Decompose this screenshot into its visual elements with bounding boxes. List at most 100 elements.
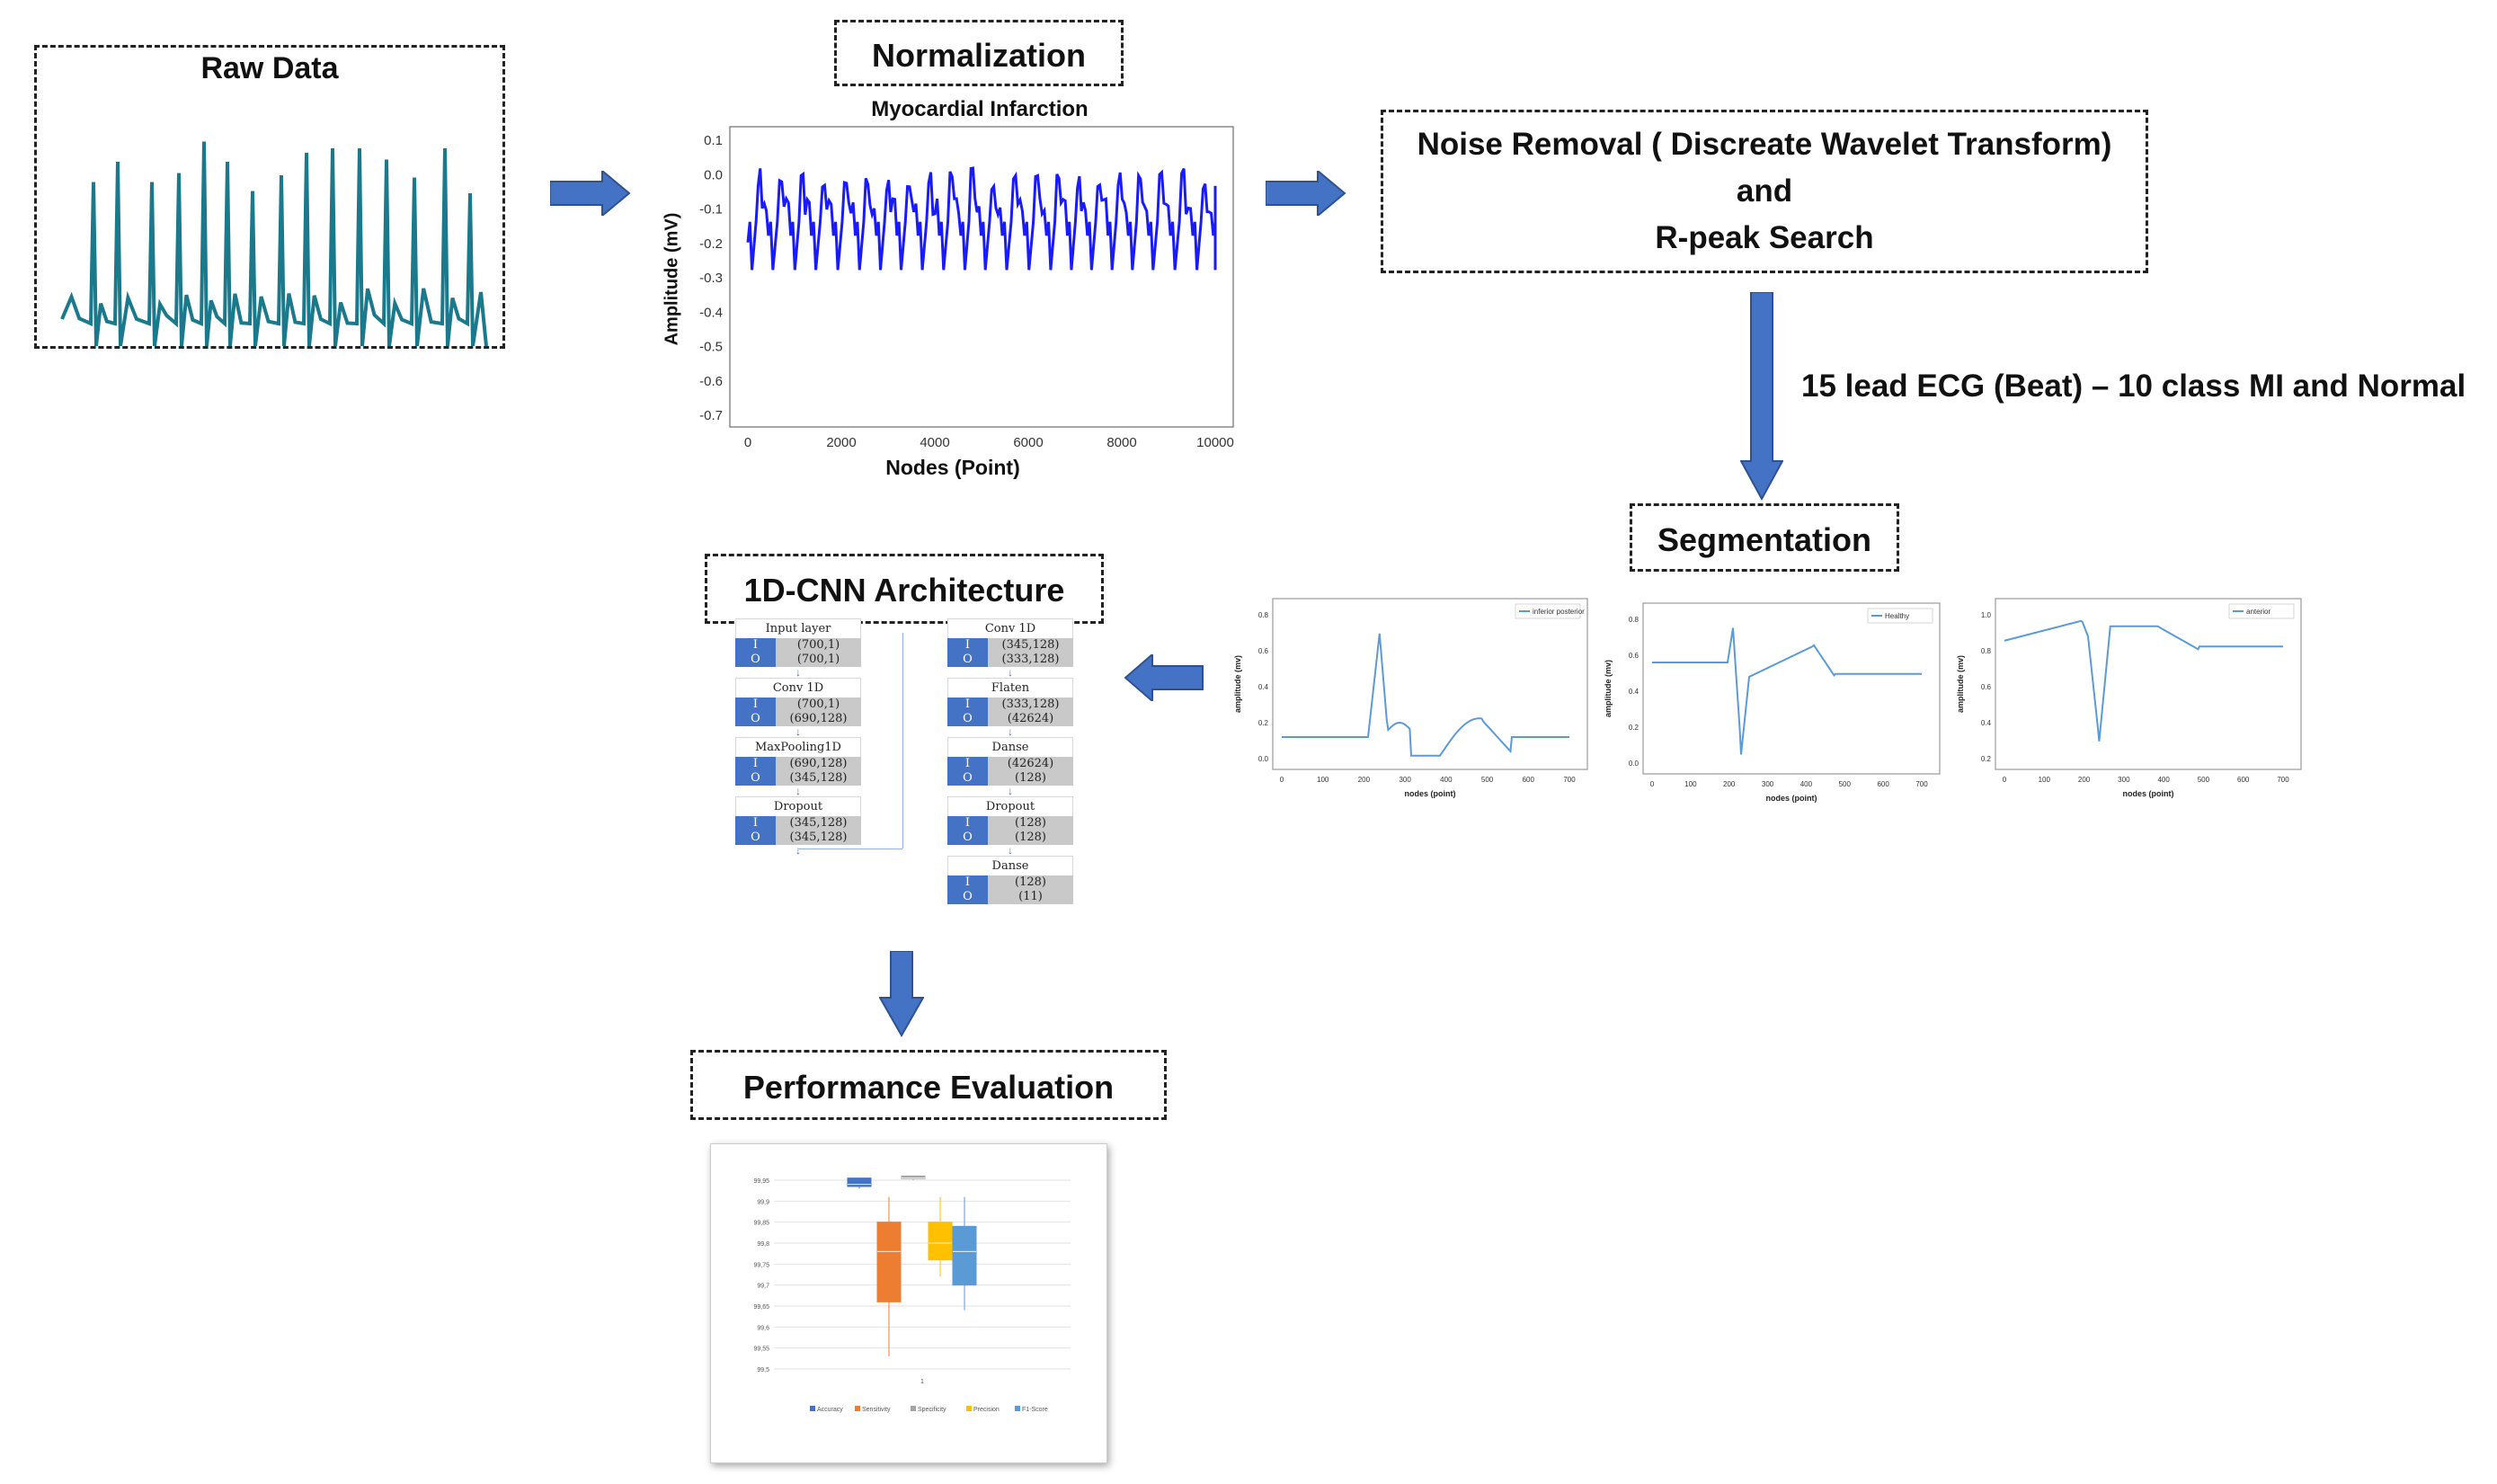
cnn-shape-value: (42624) [988, 712, 1073, 726]
performance-box [952, 1225, 977, 1286]
segmentation-xtick: 400 [2157, 776, 2170, 784]
raw-data-title: Raw Data [200, 51, 339, 85]
segmentation-ytick: 0.6 [1981, 683, 1992, 691]
segmentation-ylabel: amplitude (mv) [1956, 655, 1965, 713]
segmentation-ytick: 0.2 [1981, 755, 1992, 763]
performance-legend-swatch [966, 1406, 972, 1411]
normalization-xtick: 10000 [1196, 435, 1234, 450]
performance-legend-label: Sensitivity [862, 1407, 891, 1413]
segmentation-ytick: 0.2 [1258, 719, 1269, 727]
normalization-title-box: Normalization [834, 20, 1124, 86]
normalization-ytick: -0.2 [699, 236, 723, 252]
performance-legend-label: F1-Score [1022, 1407, 1048, 1413]
cnn-layer-row: O(345,128) [735, 771, 861, 786]
segmentation-xtick: 0 [1280, 776, 1284, 784]
segmentation-legend-label: Healthy [1885, 612, 1909, 620]
segmentation-ytick: 0.2 [1629, 724, 1639, 732]
noise-removal-line3: R-peak Search [1655, 220, 1874, 255]
flow-label: 15 lead ECG (Beat) – 10 class MI and Nor… [1801, 369, 2466, 404]
cnn-io-label: I [947, 638, 988, 653]
chevron-down-icon: ↓ [795, 785, 801, 797]
segmentation-xlabel: nodes (point) [1405, 789, 1456, 798]
segmentation-legend [1867, 608, 1933, 624]
cnn-io-label: O [735, 771, 776, 786]
cnn-layer-name: Conv 1D [947, 618, 1073, 638]
cnn-layer-row: I(345,128) [735, 816, 861, 831]
performance-ytick: 99,75 [753, 1262, 769, 1268]
cnn-layer-row: O(128) [947, 771, 1073, 786]
segmentation-ytick: 1.0 [1981, 611, 1992, 619]
segmentation-xtick: 100 [1684, 780, 1697, 788]
cnn-layer-row: I(345,128) [947, 638, 1073, 653]
segmentation-ylabel: amplitude (mv) [1233, 655, 1242, 713]
segmentation-xtick: 300 [1762, 780, 1774, 788]
segmentation-ylabel: amplitude (mv) [1604, 660, 1613, 717]
segmentation-ytick: 0.0 [1629, 760, 1639, 768]
cnn-shape-value: (700,1) [776, 698, 861, 712]
performance-ytick: 99,65 [753, 1304, 769, 1311]
arrow-left-icon [1124, 654, 1204, 701]
segmentation-xtick: 100 [2039, 776, 2051, 784]
cnn-layer-row: I(42624) [947, 757, 1073, 771]
performance-legend-swatch [810, 1406, 815, 1411]
cnn-io-label: O [947, 653, 988, 667]
cnn-layer-name: Input layer [735, 618, 861, 638]
cnn-io-label: O [947, 771, 988, 786]
noise-removal-line2: and [1736, 173, 1793, 209]
normalization-ytick: -0.7 [699, 408, 723, 423]
cnn-layer-row: O(345,128) [735, 831, 861, 845]
normalization-ytick: 0.1 [704, 133, 723, 148]
performance-xtick: 1 [920, 1379, 924, 1385]
cnn-io-label: I [947, 816, 988, 831]
chevron-down-icon: ↓ [1008, 785, 1013, 797]
segmentation-xtick: 600 [1877, 780, 1889, 788]
cnn-layer-name: Danse [947, 856, 1073, 875]
performance-ytick: 99,55 [753, 1346, 769, 1353]
segmentation-xtick: 200 [1358, 776, 1371, 784]
cnn-layer-row: O(700,1) [735, 653, 861, 667]
chevron-down-icon: ↓ [795, 844, 801, 857]
segmentation-series-line [1282, 633, 1569, 757]
cnn-connector [902, 633, 903, 849]
segmentation-ytick: 0.8 [1258, 611, 1269, 619]
cnn-layer-row: I(128) [947, 875, 1073, 890]
performance-ytick: 99,8 [757, 1241, 769, 1248]
normalization-xtick: 8000 [1106, 435, 1136, 450]
cnn-shape-value: (690,128) [776, 712, 861, 726]
normalization-ytick: -0.6 [699, 374, 723, 389]
segmentation-ytick: 0.8 [1629, 616, 1639, 624]
performance-ytick: 99,9 [757, 1199, 769, 1205]
cnn-shape-value: (128) [988, 831, 1073, 845]
cnn-shape-value: (333,128) [988, 698, 1073, 712]
performance-box [847, 1177, 872, 1187]
normalization-xtick: 2000 [826, 435, 856, 450]
performance-ytick: 99,95 [753, 1178, 769, 1185]
performance-legend-label: Accuracy [817, 1407, 843, 1413]
segmentation-xtick: 600 [1523, 776, 1535, 784]
normalization-ytick: -0.3 [699, 271, 723, 286]
arrow-down-icon [1740, 292, 1783, 501]
normalization-xtick: 6000 [1013, 435, 1043, 450]
segmentation-ytick: 0.4 [1258, 683, 1269, 691]
cnn-io-label: I [735, 757, 776, 771]
segmentation-xtick: 700 [2277, 776, 2289, 784]
performance-box [901, 1175, 926, 1179]
performance-legend-label: Specificity [918, 1407, 946, 1413]
chevron-down-icon: ↓ [1008, 725, 1013, 738]
chevron-down-icon: ↓ [795, 725, 801, 738]
arrow-right-icon [550, 171, 631, 216]
cnn-io-label: I [735, 638, 776, 653]
normalization-title: Normalization [871, 37, 1087, 74]
segmentation-plot-area [1642, 602, 1941, 775]
normalization-ytick: -0.5 [699, 340, 723, 355]
segmentation-series-line [1652, 627, 1922, 755]
performance-ytick: 99,6 [757, 1325, 769, 1331]
segmentation-xtick: 400 [1440, 776, 1453, 784]
cnn-layer-name: Dropout [947, 796, 1073, 816]
